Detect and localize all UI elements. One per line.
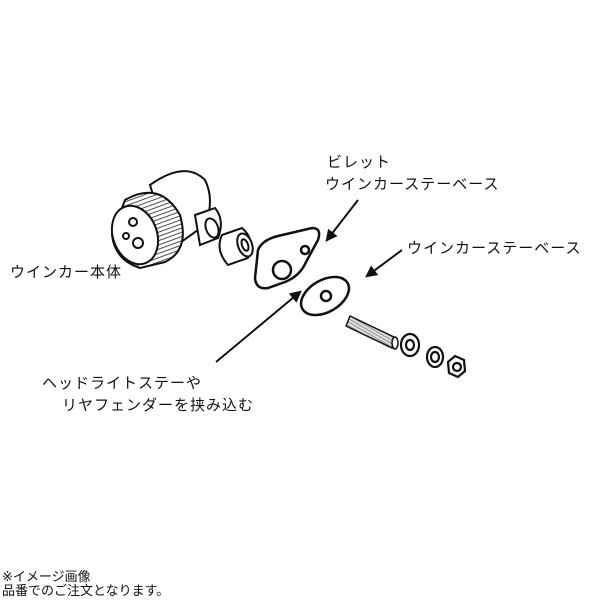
spacer bbox=[218, 226, 254, 267]
billet-base-label-line2: ウインカーステーベース bbox=[325, 175, 500, 193]
turn-signal-body bbox=[110, 170, 222, 270]
clamp-label-line1: ヘッドライトステーや bbox=[42, 374, 203, 392]
clamp-label-line2: リヤフェンダーを挟み込む bbox=[62, 396, 255, 414]
bolt bbox=[345, 314, 399, 350]
billet-base-label-line1: ビレット bbox=[327, 153, 392, 171]
washers-and-nut bbox=[399, 332, 467, 379]
billet-stay-base bbox=[253, 226, 321, 290]
pointer-arrows bbox=[215, 199, 403, 363]
image-note: ※イメージ画像 bbox=[2, 570, 91, 585]
signal-body-label: ウインカー本体 bbox=[10, 263, 123, 281]
order-note: 品番でのご注文となります。 bbox=[2, 584, 170, 599]
stay-base-plate bbox=[299, 275, 351, 317]
stay-base-label: ウインカーステーベース bbox=[407, 239, 582, 257]
